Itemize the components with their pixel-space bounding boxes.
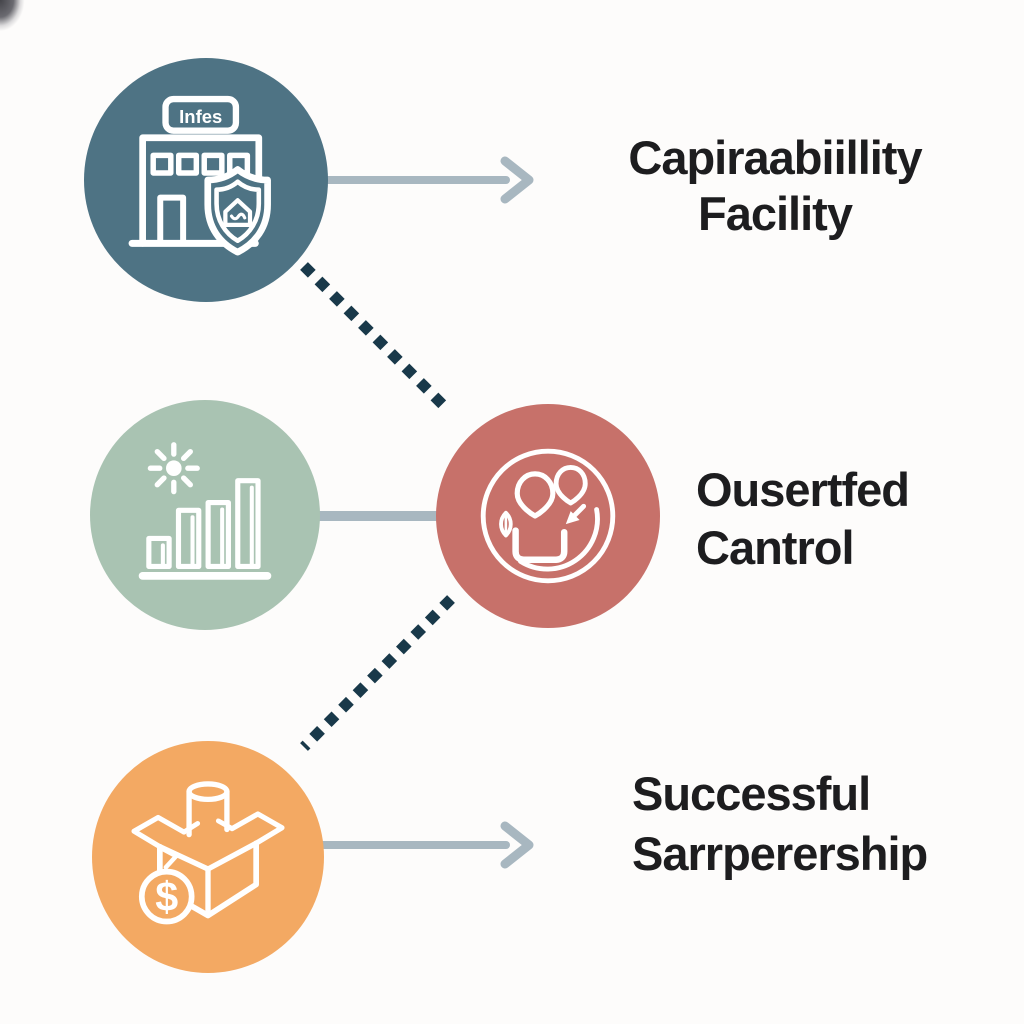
dotted-link-top [300,262,451,413]
building-door [157,194,187,247]
label-successful-partnership: Successful Sarrperership [632,764,928,884]
person-front-body [512,527,568,563]
person-back-head [553,464,588,506]
box-dollar-icon: $ [131,781,285,925]
person-front-head [514,471,556,519]
dollar-symbol: $ [155,874,178,920]
label-control-line1: Ousertfed [696,463,910,516]
leaf-glyph [499,510,513,538]
label-partnership-line2: Sarrperership [632,827,928,880]
building-shield-icon: Infes [128,95,271,256]
node-box-circle: $ [92,741,324,973]
dollar-coin-icon: $ [138,868,195,925]
building-sign [162,95,240,134]
label-ousertfed-cantrol: Ousertfed Cantrol [696,461,910,577]
node-people-circle [436,404,660,628]
dotted-link-bottom [300,595,455,751]
building-sign-text: Infes [179,106,222,127]
label-control-line2: Cantrol [696,521,855,574]
node-growth-circle [90,400,320,630]
arrow-top-head-icon [500,156,534,204]
shield-scribble [229,212,247,221]
bar-chart-sun-icon [138,442,272,580]
people-cycle-icon [480,448,616,584]
label-capability-facility: Capiraabiillity Facility [590,130,960,242]
node-facility-circle: Infes [84,58,328,302]
bar-chart-bars [146,478,261,570]
shield-house-glyph [223,198,253,227]
cycle-arrow-icon [565,503,587,525]
arrow-bottom-head-icon [500,821,534,869]
inner-ring [480,448,616,584]
corner-artifact [0,0,34,42]
label-capability-line2: Facility [698,187,853,240]
shield-inner-outline [214,179,262,244]
building-outline [139,134,263,247]
label-partnership-line1: Successful [632,767,871,820]
label-capability-line1: Capiraabiillity [628,131,922,184]
cycle-arc [518,507,600,572]
sun-icon [147,442,200,495]
